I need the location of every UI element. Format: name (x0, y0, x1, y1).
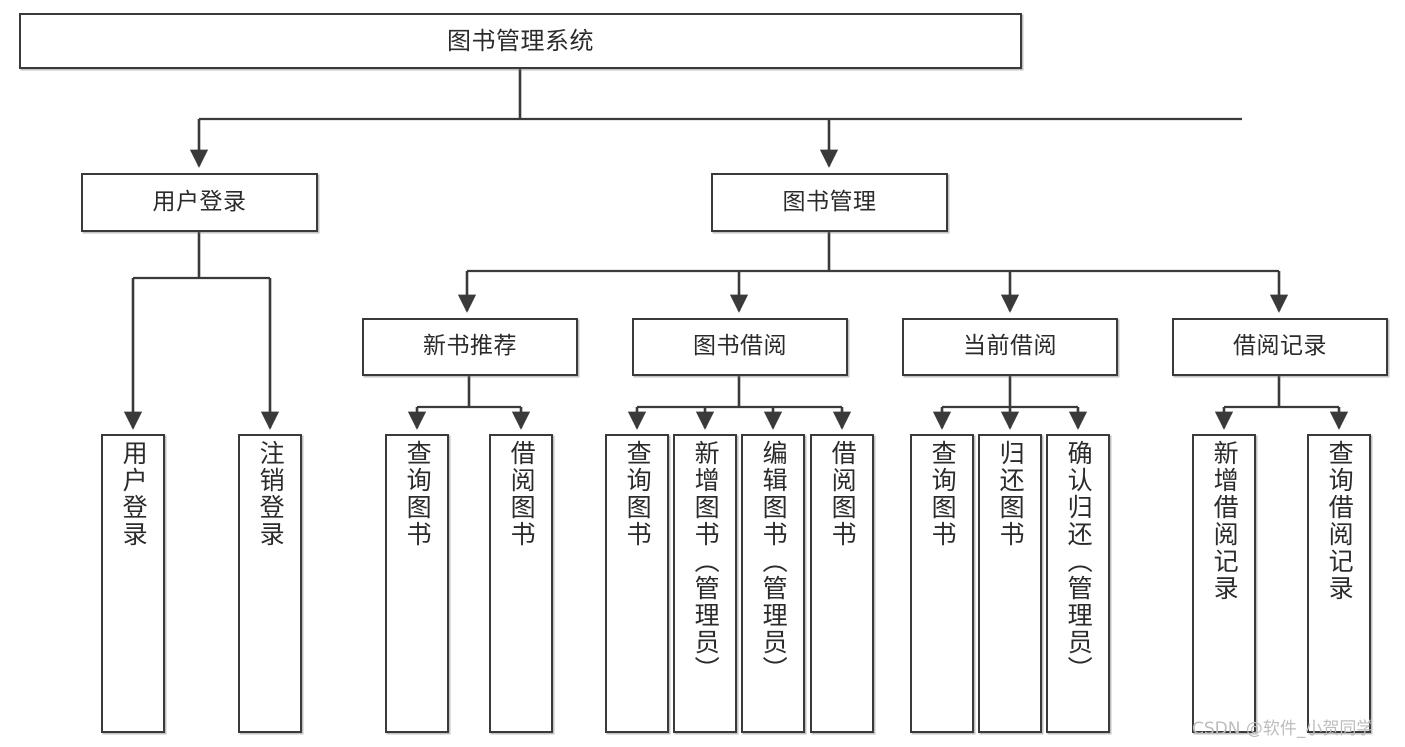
node-leaf-return-book[interactable]: 归还图书 (978, 434, 1042, 733)
node-leaf-query-book-3-label: 查询图书 (928, 440, 958, 548)
node-leaf-query-book-1-label: 查询图书 (403, 440, 433, 548)
node-leaf-user-login-label: 用户登录 (119, 440, 149, 548)
node-root[interactable]: 图书管理系统 (19, 13, 1022, 69)
node-leaf-borrow-book-2-label: 借阅图书 (828, 440, 858, 548)
node-leaf-add-book[interactable]: 新增图书（管理员） (673, 434, 737, 733)
node-leaf-add-book-label: 新增图书（管理员） (691, 440, 721, 683)
node-book-manage-label: 图书管理 (782, 188, 877, 215)
node-leaf-query-book-2-label: 查询图书 (623, 440, 653, 548)
node-leaf-return-book-label: 归还图书 (996, 440, 1026, 548)
node-user-login[interactable]: 用户登录 (81, 173, 318, 232)
node-leaf-confirm-return[interactable]: 确认归还（管理员） (1046, 434, 1110, 733)
node-leaf-query-record[interactable]: 查询借阅记录 (1307, 434, 1371, 733)
node-borrow-record[interactable]: 借阅记录 (1172, 318, 1388, 376)
node-current-borrow[interactable]: 当前借阅 (902, 318, 1118, 376)
node-leaf-confirm-return-label: 确认归还（管理员） (1064, 440, 1094, 683)
node-book-borrow-label: 图书借阅 (693, 333, 787, 360)
node-current-borrow-label: 当前借阅 (963, 333, 1057, 360)
node-leaf-query-book-2[interactable]: 查询图书 (605, 434, 669, 733)
node-leaf-borrow-book-1-label: 借阅图书 (507, 440, 537, 548)
node-leaf-logout-login[interactable]: 注销登录 (238, 434, 302, 733)
node-leaf-borrow-book-1[interactable]: 借阅图书 (489, 434, 553, 733)
node-leaf-add-record[interactable]: 新增借阅记录 (1192, 434, 1256, 733)
node-new-book-recommend[interactable]: 新书推荐 (362, 318, 578, 376)
node-leaf-query-book-1[interactable]: 查询图书 (385, 434, 449, 733)
node-leaf-user-login[interactable]: 用户登录 (101, 434, 165, 733)
node-root-label: 图书管理系统 (447, 26, 594, 55)
node-leaf-add-record-label: 新增借阅记录 (1210, 440, 1240, 602)
node-borrow-record-label: 借阅记录 (1233, 333, 1327, 360)
node-leaf-edit-book[interactable]: 编辑图书（管理员） (741, 434, 805, 733)
node-leaf-logout-login-label: 注销登录 (256, 440, 286, 548)
node-leaf-edit-book-label: 编辑图书（管理员） (759, 440, 789, 683)
node-user-login-label: 用户登录 (152, 188, 247, 215)
node-book-manage[interactable]: 图书管理 (711, 173, 948, 232)
node-leaf-query-record-label: 查询借阅记录 (1325, 440, 1355, 602)
watermark-text: CSDN @软件_小贺同学 (1192, 719, 1374, 739)
node-new-book-recommend-label: 新书推荐 (423, 333, 517, 360)
node-leaf-query-book-3[interactable]: 查询图书 (910, 434, 974, 733)
node-book-borrow[interactable]: 图书借阅 (632, 318, 848, 376)
node-leaf-borrow-book-2[interactable]: 借阅图书 (810, 434, 874, 733)
